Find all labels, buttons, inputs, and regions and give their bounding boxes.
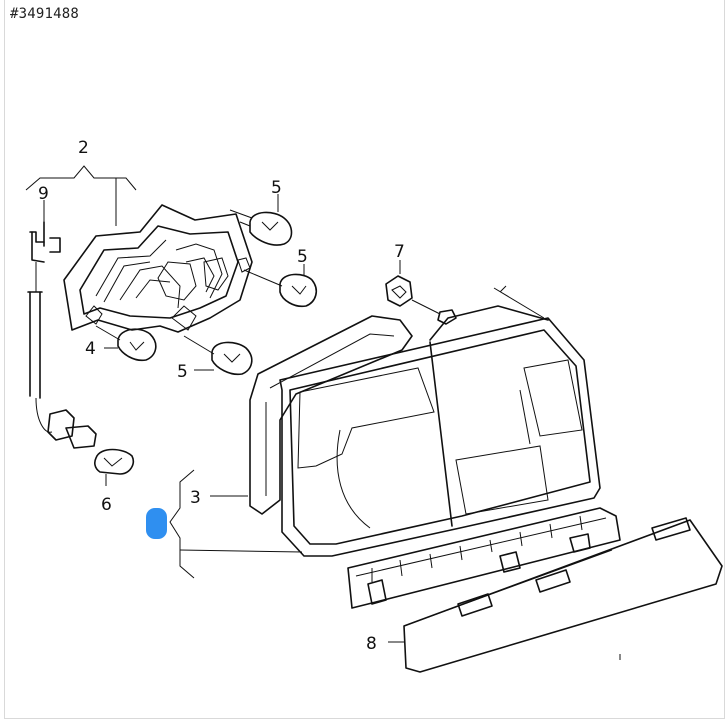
callout-4: 4 [85,339,96,359]
mounting-strip [347,507,621,609]
leader-lines [106,347,404,643]
bulb-6 [94,448,135,486]
callout-6: 6 [101,495,112,515]
part-number: #3491488 [10,6,80,22]
callout-9: 9 [38,184,49,204]
diagram-frame [4,0,725,719]
bulb-5-upper [229,194,293,246]
tail-lamp-housing [279,285,601,557]
nut-7 [385,260,457,325]
bulb-5-middle [243,264,318,308]
callout-5-middle: 5 [297,247,308,267]
callout-labels: 2 9 5 5 7 4 5 3 6 8 [38,138,405,654]
callout-5-lower: 5 [177,362,188,382]
bulb-4 [95,325,157,362]
callout-7: 7 [394,242,405,262]
callout-2-bracket [25,165,137,226]
bulb-5-lower [183,335,253,376]
callout-3-bracket [169,469,303,579]
callout-3: 3 [190,488,201,508]
callout-8: 8 [366,634,377,654]
callout-2: 2 [78,138,89,158]
wiring-harness [27,200,97,449]
bulb-holder-plate [63,204,253,333]
gasket-3 [249,315,413,515]
reflector-panel-8 [403,517,723,673]
hotspot-marker[interactable] [146,508,167,539]
callout-5-upper: 5 [271,178,282,198]
